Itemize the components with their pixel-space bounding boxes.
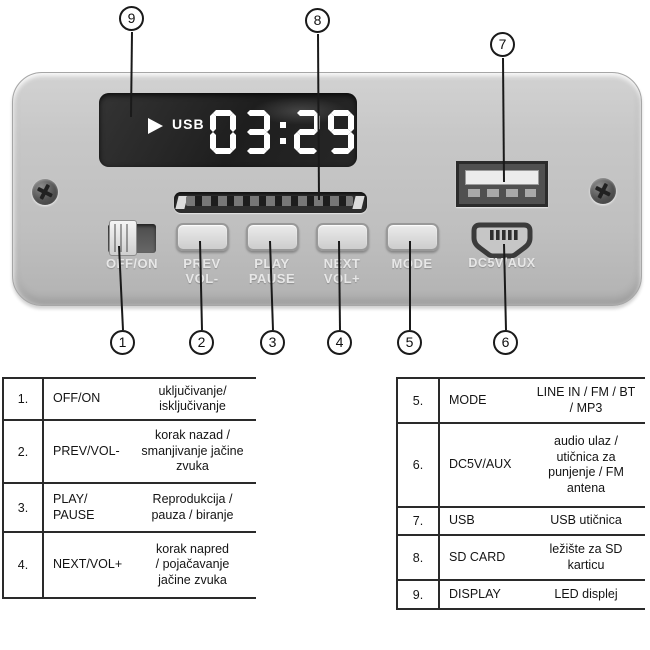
row-number: 3. [2, 483, 44, 533]
table-row: 8. SD CARD ležište za SD karticu [396, 535, 645, 581]
row-number: 6. [396, 423, 440, 508]
sd-card-slot [174, 192, 367, 213]
next-button-label: NEXT VOL+ [300, 256, 384, 286]
control-name: PREV/VOL- [43, 420, 129, 484]
callout-4: 4 [327, 330, 352, 355]
callout-6: 6 [493, 330, 518, 355]
table-row: 2. PREV/VOL- korak nazad / smanjivanje j… [2, 420, 256, 484]
time-display [210, 110, 354, 154]
control-description: korak nazad / smanjivanje jačine zvuka [129, 420, 256, 484]
control-name: NEXT/VOL+ [43, 532, 129, 599]
callout-8: 8 [305, 8, 330, 33]
control-name: OFF/ON [43, 377, 129, 421]
table-row: 3. PLAY/ PAUSE Reprodukcija / pauza / bi… [2, 483, 256, 533]
switch-label-text: OFF/ON [105, 256, 159, 271]
table-row: 4. NEXT/VOL+ korak napred / pojačavanje … [2, 532, 256, 599]
power-switch[interactable] [108, 220, 156, 256]
led-display: USB [99, 93, 357, 167]
control-description: LED displej [527, 580, 645, 610]
row-number: 8. [396, 535, 440, 581]
control-description: LINE IN / FM / BT / MP3 [527, 377, 645, 424]
aux-port-label: DC5V/AUX [460, 256, 544, 271]
mode-button-label: MODE [370, 256, 454, 271]
sd-slot-highlight [352, 196, 365, 209]
play-pause-button[interactable] [246, 223, 299, 251]
usb-port [456, 161, 548, 207]
table-row: 1. OFF/ON uključivanje/ isključivanje [2, 377, 256, 421]
label-line: VOL+ [323, 271, 361, 286]
next-vol-up-button[interactable] [316, 223, 369, 251]
sd-slot-pins [186, 196, 353, 206]
table-row: 7. USB USB utičnica [396, 507, 645, 536]
screw-icon [590, 178, 616, 204]
control-name: PLAY/ PAUSE [43, 483, 129, 533]
screw-icon [32, 179, 58, 205]
row-number: 1. [2, 377, 44, 421]
mini-usb-port [471, 222, 533, 259]
control-description: audio ulaz / utičnica za punjenje / FM a… [527, 423, 645, 508]
legend-table-right: 5. MODE LINE IN / FM / BT / MP3 6. DC5V/… [396, 377, 645, 610]
control-name: SD CARD [439, 535, 527, 581]
row-number: 2. [2, 420, 44, 484]
control-name: MODE [439, 377, 527, 424]
row-number: 5. [396, 377, 440, 424]
prev-vol-down-button[interactable] [176, 223, 229, 251]
mode-button[interactable] [386, 223, 439, 251]
usb-port-tongue [465, 170, 539, 185]
control-name: DC5V/AUX [439, 423, 527, 508]
row-number: 7. [396, 507, 440, 536]
callout-2: 2 [189, 330, 214, 355]
control-description: korak napred / pojačavanje jačine zvuka [129, 532, 256, 599]
row-number: 4. [2, 532, 44, 599]
power-switch-knob [109, 220, 137, 256]
play-icon [148, 118, 163, 134]
label-line: MODE [391, 256, 433, 271]
legend-table-left: 1. OFF/ON uključivanje/ isključivanje 2.… [2, 377, 256, 599]
callout-7: 7 [490, 32, 515, 57]
device-panel: USB OFF/ON [12, 72, 642, 306]
table-row: 9. DISPLAY LED displej [396, 580, 645, 610]
control-name: DISPLAY [439, 580, 527, 610]
table-row: 5. MODE LINE IN / FM / BT / MP3 [396, 377, 645, 424]
usb-indicator: USB [172, 116, 205, 132]
row-number: 9. [396, 580, 440, 610]
callout-1: 1 [110, 330, 135, 355]
label-line: NEXT [323, 256, 361, 271]
control-description: USB utičnica [527, 507, 645, 536]
control-description: ležište za SD karticu [527, 535, 645, 581]
label-line: DC5V/AUX [468, 256, 536, 270]
callout-3: 3 [260, 330, 285, 355]
control-description: uključivanje/ isključivanje [129, 377, 256, 421]
control-name: USB [439, 507, 527, 536]
callout-5: 5 [397, 330, 422, 355]
control-description: Reprodukcija / pauza / biranje [129, 483, 256, 533]
usb-port-contacts [468, 189, 536, 197]
callout-9: 9 [119, 6, 144, 31]
table-row: 6. DC5V/AUX audio ulaz / utičnica za pun… [396, 423, 645, 508]
